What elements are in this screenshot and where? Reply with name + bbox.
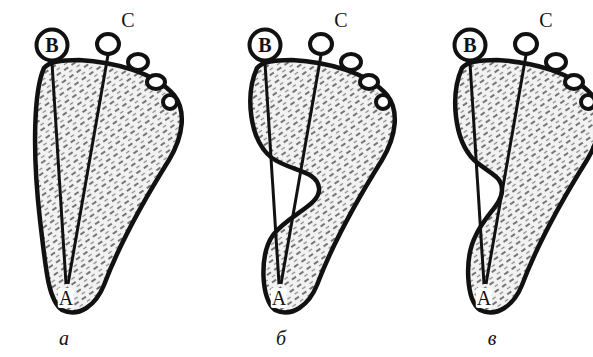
footprint-flat-arch [250,34,394,312]
toe-circle: В [247,27,283,63]
point-letter: В [45,35,58,55]
point-letter: А [476,288,492,308]
point-letter: С [334,10,347,30]
panel-caption: в [488,328,497,348]
footprint-normal [35,34,182,312]
panel-caption: а [59,328,69,348]
point-letter: В [258,35,271,55]
point-letter: В [463,35,476,55]
toe-circle: В [34,27,70,63]
panel-caption: б [276,328,286,348]
footprint-high-arch [455,34,593,312]
point-letter: А [58,288,74,308]
point-letter: А [271,288,287,308]
toe-circle: В [452,27,488,63]
point-letter: С [539,10,552,30]
point-letter: С [121,10,134,30]
